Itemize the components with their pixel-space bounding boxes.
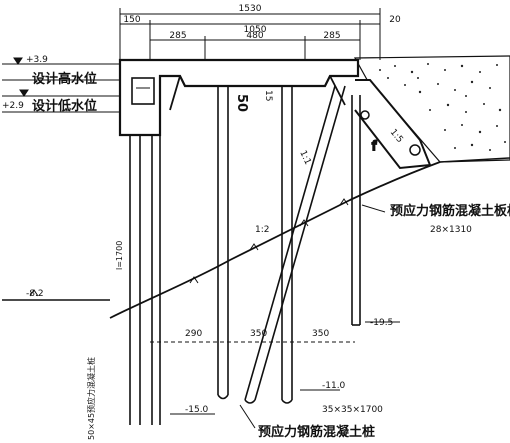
low-water-mark: +2.9 xyxy=(2,101,24,111)
left-pile-note: 50×45预应力混凝土桩 xyxy=(86,357,96,440)
dim-span-left: 285 xyxy=(169,31,186,41)
bottom-caption-leader xyxy=(239,404,256,429)
seabed-mark: -8.2 xyxy=(26,289,44,299)
slope-ratio-2: 1:1 xyxy=(297,149,312,166)
dimension-lines xyxy=(119,8,381,60)
dim-right-offset: 20 xyxy=(389,15,401,25)
deck-slab xyxy=(118,58,360,137)
water-level-marks xyxy=(2,57,120,113)
slope-ratio-1: 1:2 xyxy=(255,225,269,235)
toe-left-mark: -15.0 xyxy=(185,405,209,415)
pile-spacing-2: 350 xyxy=(250,329,267,339)
dim-overall: 1530 xyxy=(239,4,262,14)
piles xyxy=(129,85,361,425)
dim-span-right: 285 xyxy=(323,31,340,41)
bottom-caption: 预应力钢筋混凝土桩 xyxy=(258,424,375,440)
left-pile-length: l=1700 xyxy=(115,241,124,270)
ground-line-back xyxy=(439,157,510,163)
dim-deck-width: 1050 xyxy=(244,25,267,35)
pile-spacing-1: 290 xyxy=(185,329,202,339)
dim-left-offset: 150 xyxy=(123,15,140,25)
right-toe-mark: -19.5 xyxy=(370,318,393,328)
toe-right-mark: -11.0 xyxy=(322,381,346,391)
right-pile-spec: 28×1310 xyxy=(430,225,472,235)
mid-pile-label-1: 50 xyxy=(234,94,249,112)
right-pile-note: 预应力钢筋混凝土板桩 xyxy=(390,203,510,219)
seabed-slope xyxy=(2,161,441,319)
pile-spacing-3: 350 xyxy=(312,329,329,339)
design-high-water-label: 设计高水位 xyxy=(32,71,97,87)
wall-mark: f xyxy=(372,139,377,153)
top-water-mark: +3.9 xyxy=(26,55,48,65)
dim-span-mid: 480 xyxy=(246,31,263,41)
mid-pile-label-2: 15 xyxy=(263,90,273,101)
design-low-water-label: 设计低水位 xyxy=(32,98,97,114)
right-note-leader xyxy=(361,204,386,213)
bottom-pile-spec: 35×35×1700 xyxy=(322,405,383,415)
toe-leaders xyxy=(170,321,400,415)
retaining-wall: f xyxy=(354,79,432,170)
